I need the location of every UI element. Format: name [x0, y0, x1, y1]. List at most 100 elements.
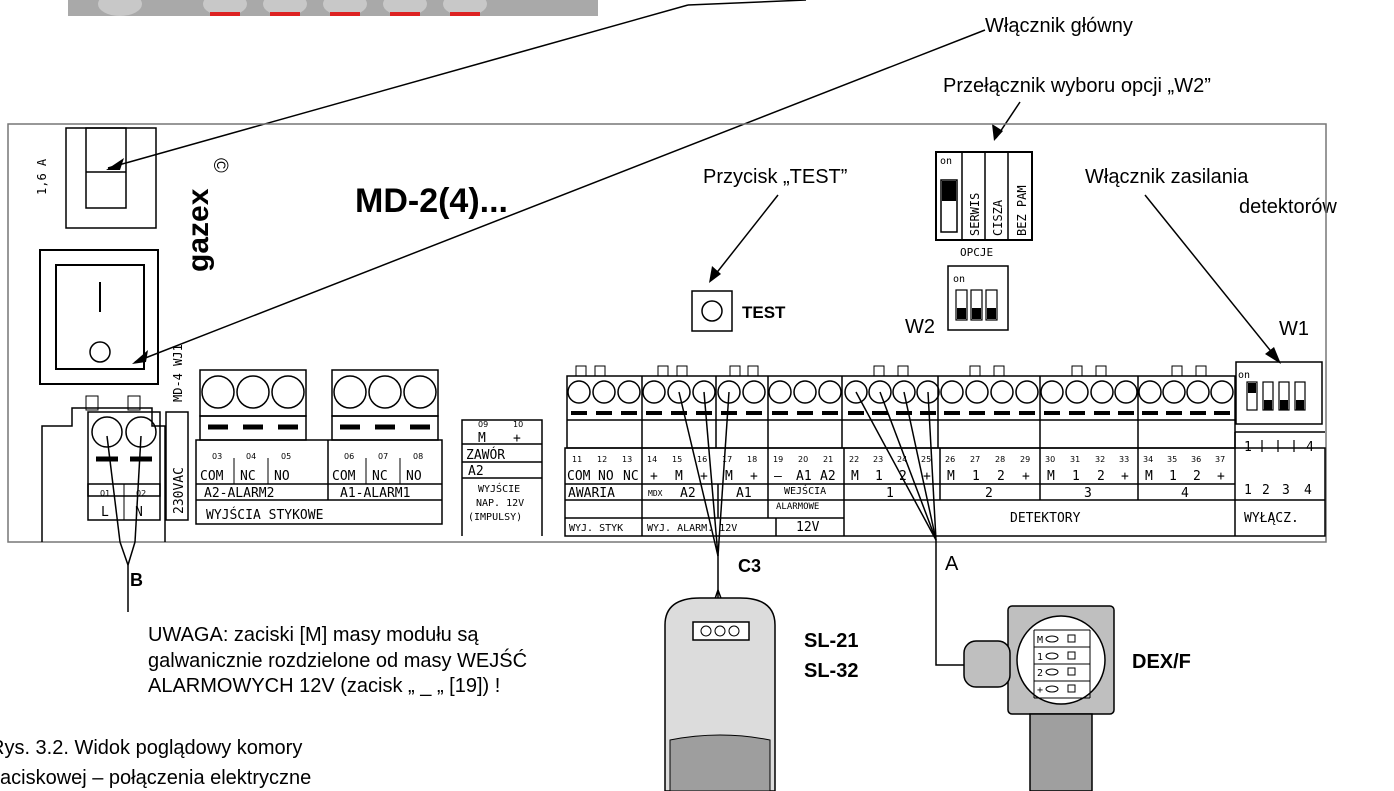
fuse: 1,6 A [35, 127, 157, 229]
svg-text:M: M [725, 469, 733, 484]
svg-text:A1: A1 [736, 486, 752, 501]
svg-text:18: 18 [747, 455, 757, 464]
device-label-sl21: SL-21 [804, 630, 858, 652]
svg-text:M: M [947, 469, 955, 484]
detector-power-label-2: detektorów [1239, 196, 1337, 218]
detector-power-label-1: Włącznik zasilania [1085, 166, 1249, 188]
svg-text:(IMPULSY): (IMPULSY) [468, 512, 522, 523]
detector-device: M 1 2 + [963, 605, 1115, 791]
svg-text:CISZA: CISZA [991, 199, 1005, 236]
svg-text:WEJŚCIA: WEJŚCIA [784, 484, 826, 497]
svg-text:1: 1 [1244, 440, 1252, 455]
svg-text:2: 2 [997, 469, 1005, 484]
svg-text:22: 22 [849, 455, 859, 464]
pointer-lines [107, 0, 1279, 363]
svg-text:04: 04 [246, 452, 256, 461]
wire-label-c3: C3 [738, 556, 761, 576]
svg-text:A2: A2 [468, 464, 484, 479]
svg-text:02: 02 [136, 489, 146, 498]
w1-label: W1 [1279, 318, 1309, 340]
svg-text:1: 1 [875, 469, 883, 484]
device-photo-fragment [68, 0, 598, 16]
svg-text:4: 4 [1306, 440, 1314, 455]
board-id: MD-4 WJ1 [171, 344, 185, 402]
power-terminal-block: 01 02 L N 230VAC [41, 395, 189, 542]
svg-text:WYŁĄCZ.: WYŁĄCZ. [1244, 511, 1299, 526]
wire-label-b: B [130, 570, 143, 590]
svg-text:+: + [1037, 685, 1043, 696]
svg-text:AWARIA: AWARIA [568, 486, 615, 501]
copyright-mark: © [209, 158, 231, 173]
brand-logo: gazex [182, 188, 215, 272]
svg-text:NO: NO [406, 469, 422, 484]
svg-text:2: 2 [899, 469, 907, 484]
svg-text:09: 09 [478, 420, 488, 429]
svg-text:+: + [1022, 469, 1030, 484]
svg-text:NC: NC [623, 469, 639, 484]
svg-text:M: M [478, 431, 486, 446]
svg-text:+: + [750, 469, 758, 484]
svg-text:1,6 A: 1,6 A [35, 158, 49, 195]
svg-text:A2: A2 [680, 486, 696, 501]
svg-text:2: 2 [1097, 469, 1105, 484]
svg-text:—: — [774, 469, 782, 484]
svg-text:36: 36 [1191, 455, 1201, 464]
caption-line-1: Rys. 3.2. Widok poglądowy komory [0, 737, 302, 759]
dip-switch-w2: on [947, 265, 1009, 331]
board-outline [7, 123, 1327, 543]
device-label-sl32: SL-32 [804, 660, 858, 682]
svg-text:16: 16 [697, 455, 707, 464]
svg-text:15: 15 [672, 455, 682, 464]
test-label: TEST [742, 303, 786, 322]
svg-text:MDX: MDX [648, 489, 663, 498]
svg-text:4: 4 [1181, 486, 1189, 501]
right-terminal-strip [566, 365, 1236, 449]
svg-text:26: 26 [945, 455, 955, 464]
svg-text:08: 08 [413, 452, 423, 461]
svg-text:3: 3 [1084, 486, 1092, 501]
svg-text:3: 3 [1282, 483, 1290, 498]
svg-text:+: + [923, 469, 931, 484]
svg-text:1: 1 [886, 486, 894, 501]
note-line-1: UWAGA: zaciski [M] masy modułu są [148, 624, 479, 646]
svg-text:30: 30 [1045, 455, 1055, 464]
svg-text:12: 12 [597, 455, 607, 464]
svg-text:24: 24 [897, 455, 907, 464]
svg-text:A2-ALARM2: A2-ALARM2 [204, 486, 274, 501]
svg-text:A2: A2 [820, 469, 836, 484]
svg-text:COM: COM [567, 469, 591, 484]
svg-text:NO: NO [598, 469, 614, 484]
svg-text:19: 19 [773, 455, 783, 464]
svg-text:1: 1 [1169, 469, 1177, 484]
svg-text:31: 31 [1070, 455, 1080, 464]
note-line-3: ALARMOWYCH 12V (zacisk „ _ „ [19]) ! [148, 675, 500, 697]
svg-text:14: 14 [647, 455, 657, 464]
svg-text:2: 2 [1193, 469, 1201, 484]
svg-text:2: 2 [985, 486, 993, 501]
svg-text:M: M [1047, 469, 1055, 484]
svg-text:M: M [1145, 469, 1153, 484]
wire-label-a: A [945, 553, 959, 575]
test-button-label: Przycisk „TEST” [703, 166, 847, 188]
svg-text:WYJŚCIA STYKOWE: WYJŚCIA STYKOWE [206, 507, 323, 523]
svg-text:WYJ. ALARM. 12V: WYJ. ALARM. 12V [647, 523, 737, 534]
svg-text:23: 23 [873, 455, 883, 464]
svg-text:07: 07 [378, 452, 388, 461]
svg-text:37: 37 [1215, 455, 1225, 464]
svg-text:01: 01 [100, 489, 110, 498]
svg-text:20: 20 [798, 455, 808, 464]
svg-text:+: + [700, 469, 708, 484]
svg-text:A1: A1 [796, 469, 812, 484]
svg-text:SERWIS: SERWIS [968, 193, 982, 236]
main-power-switch [39, 249, 159, 385]
svg-text:L: L [101, 505, 109, 520]
contact-output-block: 03 04 05 COM NC NO 06 07 08 COM NC NO A2… [195, 369, 443, 525]
svg-text:13: 13 [622, 455, 632, 464]
svg-text:2: 2 [1262, 483, 1270, 498]
svg-text:N: N [135, 505, 143, 520]
options-block: on SERWIS CISZA BEZ PAM OPCJE [935, 151, 1033, 259]
device-label-dexf: DEX/F [1132, 651, 1191, 673]
svg-text:+: + [650, 469, 658, 484]
note-line-2: galwanicznie rozdzielone od masy WEJŚĆ [148, 648, 527, 672]
